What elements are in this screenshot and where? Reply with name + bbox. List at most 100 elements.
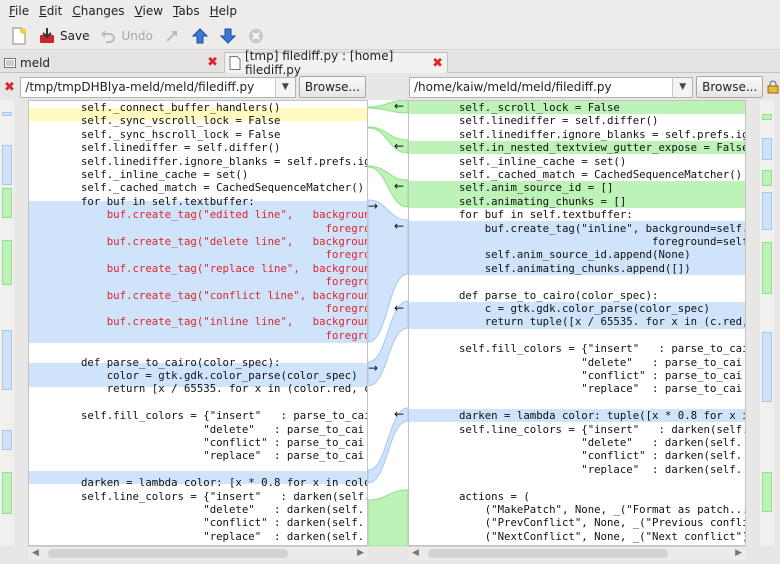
scroll-right-icon[interactable]: ▶	[357, 548, 364, 558]
code-line: "conflict" : parse_to_cai	[459, 369, 743, 382]
save-button[interactable]: Save	[34, 24, 93, 48]
menubar: File Edit Changes View Tabs Help	[0, 0, 780, 22]
tab-meld-close-icon[interactable]: ✖	[207, 55, 218, 70]
code-line: self._inline_cache = set()	[459, 154, 627, 168]
right-browse-button[interactable]: Browse...	[696, 76, 764, 98]
right-path-field[interactable]: /home/kaiw/meld/meld/filediff.py ▼	[409, 76, 694, 98]
menu-edit-label: dit	[46, 4, 63, 18]
code-line: self.fill_colors = {"insert" : parse_to_…	[81, 409, 368, 423]
menu-view[interactable]: View	[130, 0, 168, 22]
stop-icon	[247, 27, 265, 45]
link-map[interactable]: → → ← ← ← ← ← ←	[368, 100, 408, 546]
diff-link-connector	[368, 300, 408, 387]
code-line: self.animating_chunks = []	[459, 194, 627, 208]
new-button[interactable]	[6, 24, 32, 48]
code-line: self._sync_hscroll_lock = False	[81, 127, 281, 141]
code-line: def parse_to_cairo(color_spec):	[459, 288, 659, 302]
code-line: self._inline_cache = set()	[81, 168, 249, 181]
lock-icon[interactable]	[766, 78, 780, 96]
diff-chunk-highlight	[29, 108, 367, 121]
menu-changes[interactable]: Changes	[67, 0, 129, 22]
code-line: ("NextConflict", None, _("Next conflict"…	[459, 529, 746, 543]
chevron-down-icon[interactable]: ▼	[672, 77, 693, 97]
redo-button[interactable]	[159, 24, 185, 48]
diff-chunk-highlight	[29, 471, 367, 484]
scroll-right-icon[interactable]: ▶	[735, 548, 742, 558]
menu-changes-label: hanges	[80, 4, 125, 18]
diff-chunk-highlight	[409, 101, 745, 114]
stop-button[interactable]	[243, 24, 269, 48]
menu-edit-mnemonic: E	[39, 4, 47, 18]
overview-change-mark	[762, 192, 772, 230]
right-scroll-thumb[interactable]	[428, 549, 668, 558]
code-line: self.linediffer = self.differ()	[459, 114, 659, 128]
menu-file[interactable]: File	[4, 0, 34, 22]
left-browse-button[interactable]: Browse...	[298, 76, 366, 98]
next-change-button[interactable]	[215, 24, 241, 48]
new-document-icon	[10, 27, 28, 45]
left-horizontal-scrollbar[interactable]: ◀ ▶	[28, 546, 368, 560]
close-pane-icon[interactable]: ✖	[4, 79, 15, 95]
code-line: c = gtk.gdk.color_parse(color_spec)	[459, 302, 710, 315]
push-left-arrow-icon[interactable]: ←	[394, 100, 404, 113]
overview-insert-mark	[2, 472, 12, 514]
diff-chunk-highlight	[409, 409, 745, 422]
code-line: ("MakePatch", None, _("Format as patch..…	[459, 503, 746, 516]
status-bar	[0, 560, 780, 564]
left-text-pane[interactable]: self._connect_buffer_handlers()self._syn…	[28, 100, 368, 546]
push-right-arrow-icon[interactable]: →	[368, 361, 378, 375]
diff-link-connector	[368, 199, 408, 343]
overview-insert-mark	[762, 242, 772, 294]
tab-meld[interactable]: meld ✖	[0, 52, 222, 73]
left-path-field[interactable]: /tmp/tmpDHBlya-meld/meld/filediff.py ▼	[20, 76, 296, 98]
code-line: "conflict" : darken(self.	[81, 516, 365, 530]
code-line: self._scroll_lock = False	[459, 101, 620, 114]
push-left-arrow-icon[interactable]: ←	[394, 219, 404, 233]
code-line: darken = lambda color: tuple([x * 0.8 fo…	[459, 409, 746, 423]
code-line: self.linediffer = self.differ()	[81, 141, 281, 155]
scroll-left-icon[interactable]: ◀	[412, 548, 419, 558]
menu-tabs[interactable]: Tabs	[168, 0, 205, 22]
code-line: foregroun	[81, 221, 368, 235]
push-right-arrow-icon[interactable]: →	[368, 199, 378, 213]
left-scroll-thumb[interactable]	[48, 549, 288, 558]
right-horizontal-scrollbar[interactable]: ◀ ▶	[408, 546, 746, 560]
push-left-arrow-icon[interactable]: ←	[394, 301, 404, 315]
code-line: self.line_colors = {"insert" : darken(se…	[81, 489, 368, 503]
scroll-left-icon[interactable]: ◀	[32, 548, 39, 558]
code-line: for buf in self.textbuffer:	[81, 194, 255, 208]
left-path-bar: ✖ /tmp/tmpDHBlya-meld/meld/filediff.py ▼…	[4, 76, 366, 98]
previous-change-button[interactable]	[187, 24, 213, 48]
menu-help[interactable]: Help	[205, 0, 242, 22]
diff-chunk-highlight	[29, 209, 367, 343]
push-left-arrow-icon[interactable]: ←	[394, 407, 404, 421]
tab-filediff-close-icon[interactable]: ✖	[432, 55, 443, 71]
overview-insert-mark	[2, 188, 12, 218]
code-line: ("PushLeft", gtk.STOCK_GO_BACK, _("Pu	[459, 543, 736, 545]
code-line: "replace" : darken(self.	[459, 462, 743, 476]
right-overview-map[interactable]	[760, 100, 774, 546]
push-left-arrow-icon[interactable]: ←	[394, 179, 404, 193]
undo-button[interactable]: Undo	[95, 24, 156, 48]
code-line: foregroun	[81, 328, 368, 342]
chevron-down-icon[interactable]: ▼	[274, 77, 295, 97]
menu-file-label: ile	[15, 4, 30, 18]
save-label: Save	[60, 28, 90, 43]
code-line: foregroun	[81, 248, 368, 262]
diff-chunk-highlight	[409, 141, 745, 154]
overview-insert-mark	[762, 170, 772, 186]
push-left-arrow-icon[interactable]: ←	[394, 139, 404, 153]
code-line: "conflict" : parse_to_cai	[81, 436, 365, 449]
tab-filediff[interactable]: [tmp] filediff.py : [home] filediff.py ✖	[224, 49, 448, 77]
diff-chunk-highlight	[409, 302, 745, 329]
overview-insert-mark	[762, 114, 772, 120]
code-line: actions = (	[459, 489, 530, 503]
code-line: foregroun	[81, 275, 368, 289]
code-line: buf.create_tag("inline line", backgroun	[81, 315, 368, 329]
left-overview-map[interactable]	[0, 100, 14, 546]
code-line: color = gtk.gdk.color_parse(color_spec)	[81, 369, 358, 382]
menu-help-mnemonic: H	[209, 4, 219, 18]
code-line: buf.create_tag("conflict line", backgrou…	[81, 288, 368, 302]
menu-edit[interactable]: Edit	[34, 0, 67, 22]
